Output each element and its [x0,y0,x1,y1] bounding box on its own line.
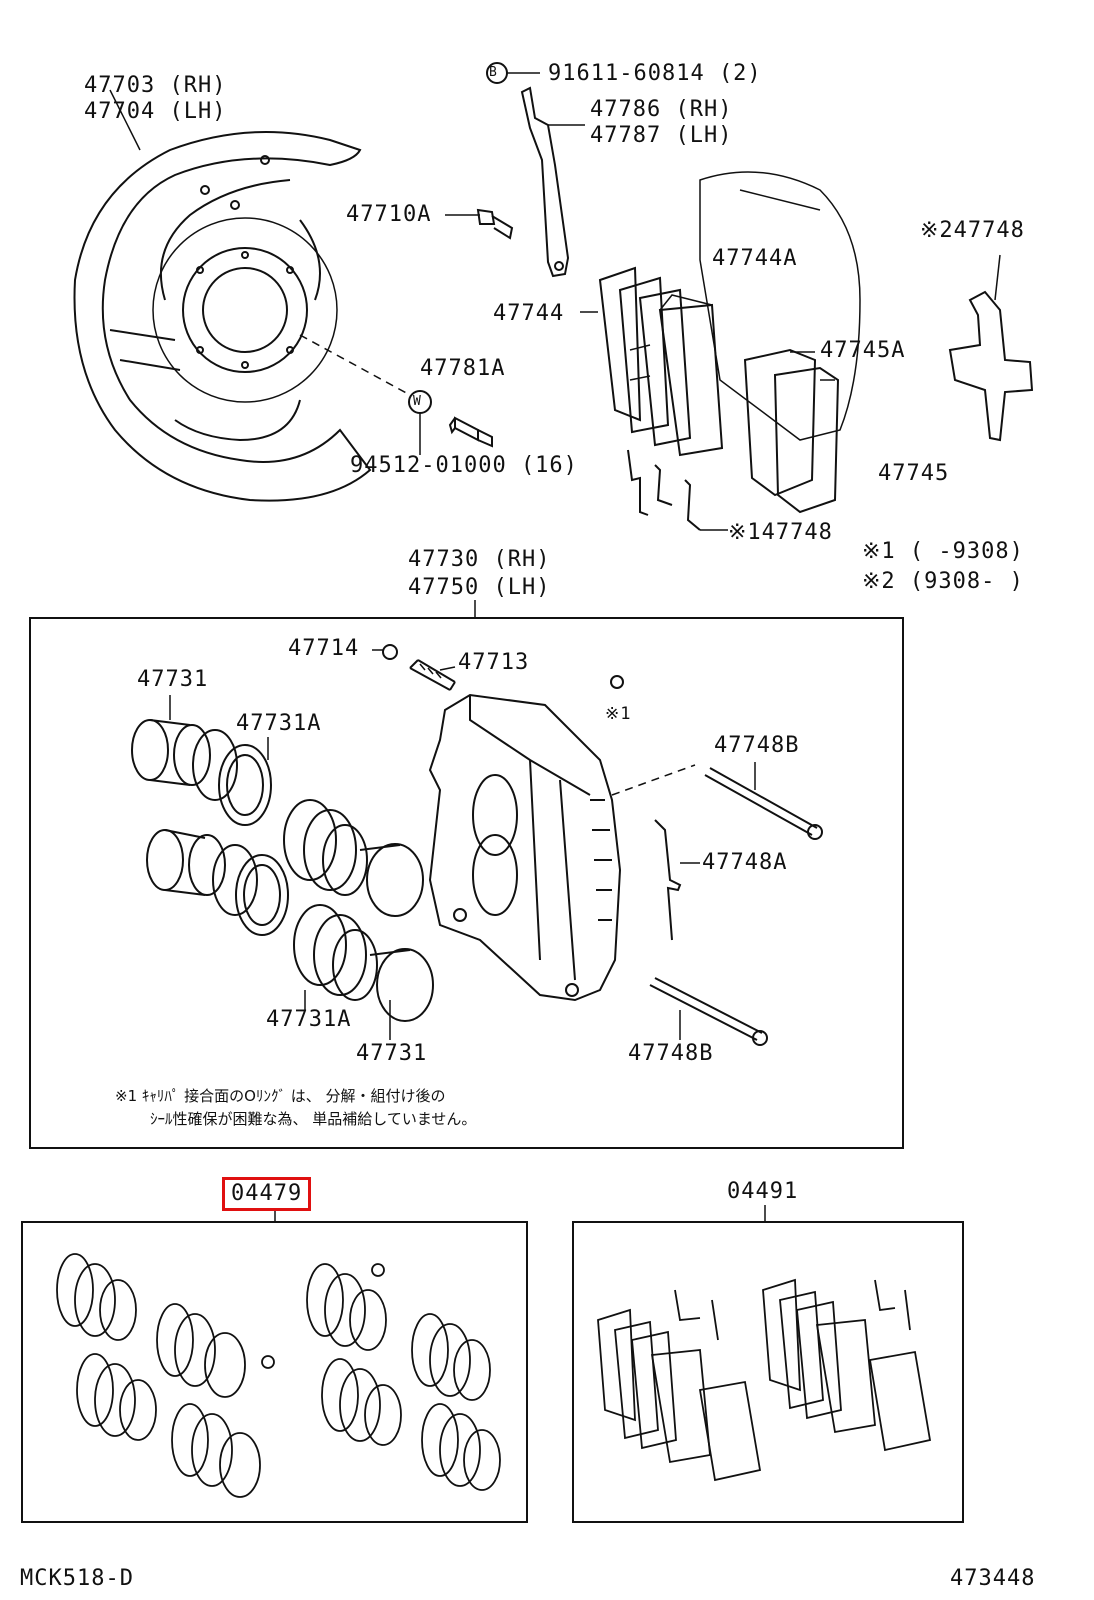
part-label-91611[interactable]: 91611-60814 (2) [548,61,762,86]
part-label-47748b-bottom[interactable]: 47748B [628,1041,714,1066]
bolt-47781a-drawing [448,416,493,448]
part-label-47731a-bottom[interactable]: 47731A [266,1007,352,1032]
part-label-47703[interactable]: 47703 (RH) [84,73,227,98]
part-label-47750[interactable]: 47750 (LH) [408,575,551,600]
footnote-1: ※1 ( -9308) [862,539,1024,564]
part-label-47713[interactable]: 47713 [458,650,530,675]
part-label-1-47748[interactable]: ※147748 [728,520,833,545]
pistons-left-drawing [131,719,434,1022]
part-label-47704[interactable]: 47704 (LH) [84,99,227,124]
figure-code: MCK518-D [20,1566,134,1591]
part-label-2-47748[interactable]: ※247748 [920,218,1025,243]
kit-label-04479-highlighted[interactable]: 04479 [221,1177,312,1211]
pad-clip-1-drawing [627,449,728,531]
part-label-47744a[interactable]: 47744A [712,246,798,271]
figure-number: 473448 [950,1566,1036,1591]
sensor-bracket-drawing [520,86,585,278]
mark-1-label: ※1 [605,704,632,724]
part-label-47786[interactable]: 47786 (RH) [590,97,733,122]
part-label-47731-top[interactable]: 47731 [137,667,209,692]
part-label-47748b-top[interactable]: 47748B [714,733,800,758]
part-label-47744[interactable]: 47744 [493,301,565,326]
part-label-47731a-top[interactable]: 47731A [236,711,322,736]
b-mark-label: B [489,65,498,80]
part-label-47748a[interactable]: 47748A [702,850,788,875]
caliper-note-line-1: ※1 ｷｬﾘﾊﾟ 接合面のOﾘﾝｸﾞ は、 分解・組付け後の [115,1087,446,1105]
part-label-47745a[interactable]: 47745A [820,338,906,363]
footnote-2: ※2 (9308- ) [862,569,1024,594]
part-label-47781a[interactable]: 47781A [420,356,506,381]
caliper-note-line-2: ｼｰﾙ性確保が困難な為、 単品補給していません。 [150,1110,477,1128]
part-label-47731-bottom[interactable]: 47731 [356,1041,428,1066]
w-mark-label: W [413,394,422,409]
part-label-94512[interactable]: 94512-01000 (16) [350,453,578,478]
part-label-47714[interactable]: 47714 [288,636,360,661]
anti-squeal-shims-drawing [743,348,840,514]
bolt-47710a-drawing [445,208,514,240]
kit-label-04491[interactable]: 04491 [727,1179,799,1204]
kit-04491-drawing [597,1278,932,1482]
pad-clip-2-drawing [948,254,1034,442]
caliper-body-drawing [428,693,622,1002]
brake-pads-47744-drawing [580,266,724,457]
part-label-47730[interactable]: 47730 (RH) [408,547,551,572]
part-label-47745[interactable]: 47745 [878,461,950,486]
kit-04479-drawing [56,1253,501,1498]
part-label-47710a[interactable]: 47710A [346,202,432,227]
dust-cover-drawing [73,89,372,502]
part-label-47787[interactable]: 47787 (LH) [590,123,733,148]
